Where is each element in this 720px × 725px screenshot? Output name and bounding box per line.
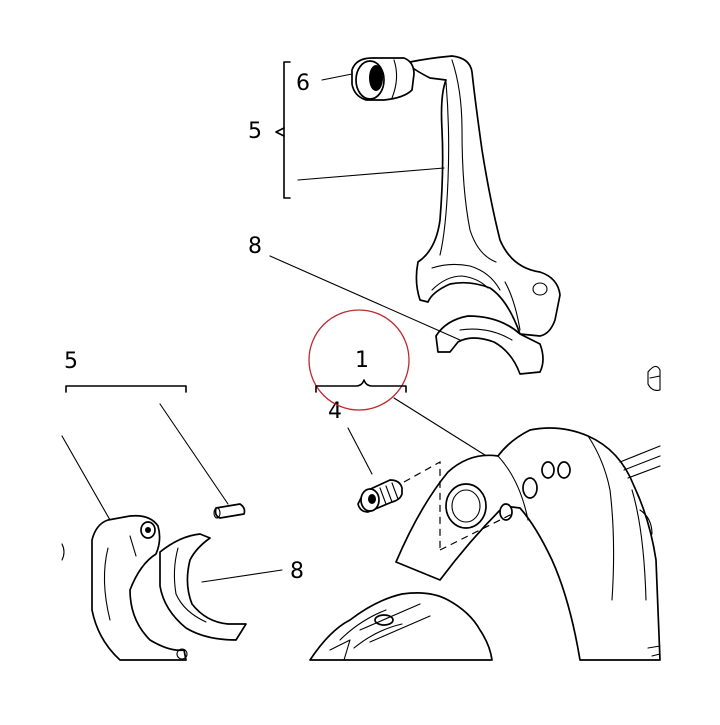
leader-5-left-a <box>61 435 111 521</box>
leader-8-top <box>269 255 461 341</box>
bearing-shell-lower <box>159 533 247 641</box>
callout-bracket-5-left <box>65 385 187 393</box>
leader-1 <box>393 397 497 463</box>
pin-part-4 <box>357 479 403 513</box>
leader-8-bottom <box>201 569 283 583</box>
callout-6: 6 <box>296 71 310 96</box>
bearing-shell-upper-assembly <box>435 315 544 375</box>
connecting-rod-cap <box>61 514 188 661</box>
callout-5-top: 5 <box>248 119 262 144</box>
callout-bracket-1 <box>315 379 407 393</box>
crankshaft <box>309 365 661 661</box>
callout-4: 4 <box>328 399 342 424</box>
leader-5-top <box>297 167 445 181</box>
callout-5-left: 5 <box>64 349 78 374</box>
highlight-circle <box>308 309 410 411</box>
leader-6 <box>321 73 353 81</box>
connecting-rod <box>351 55 561 337</box>
dowel-pin <box>213 503 246 519</box>
callout-1: 1 <box>355 348 369 373</box>
callout-8-bottom: 8 <box>290 559 304 584</box>
leader-5-left-b <box>159 403 229 505</box>
callout-8-top: 8 <box>248 234 262 259</box>
leader-4 <box>347 427 373 475</box>
callout-bracket-5-top <box>275 61 291 199</box>
